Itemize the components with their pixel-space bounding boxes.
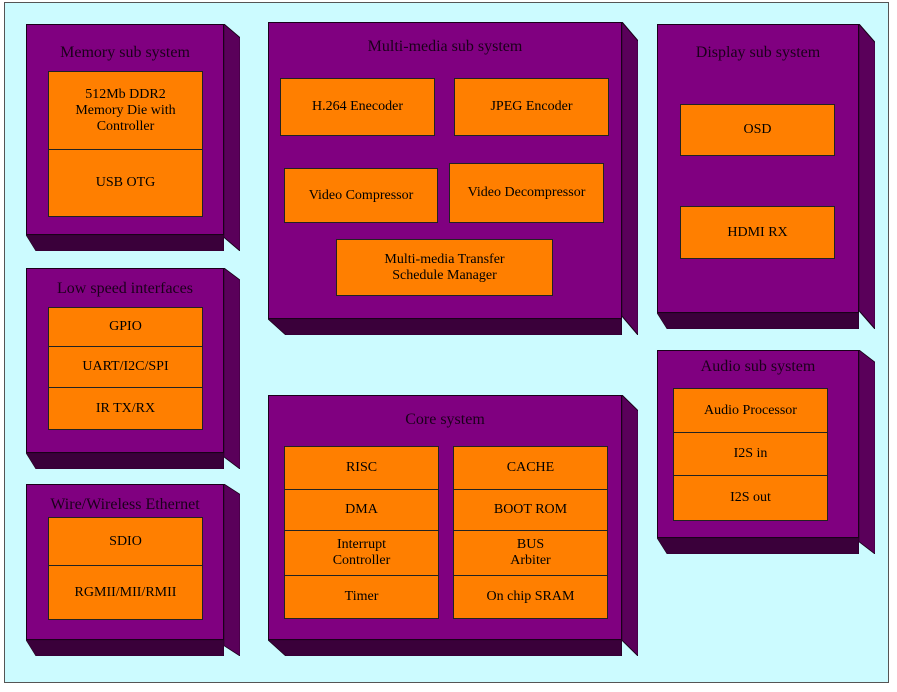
- video-decompressor-component: Video Decompressor: [449, 163, 604, 223]
- uart-i2c-spi-component: UART/I2C/SPI: [48, 346, 203, 388]
- memory-subsystem-title: Memory sub system: [60, 44, 190, 61]
- block-bottom-face: [268, 319, 622, 335]
- block-face: [657, 24, 859, 313]
- low-speed-interfaces-title: Low speed interfaces: [57, 280, 193, 297]
- audio-processor-component: Audio Processor: [673, 388, 828, 433]
- block-bottom-face: [657, 538, 859, 554]
- i2s-in-component: I2S in: [673, 432, 828, 476]
- multimedia-subsystem-title: Multi-media sub system: [367, 38, 523, 55]
- bus-arbiter-component: BUS Arbiter: [453, 530, 608, 576]
- dma-component: DMA: [284, 489, 439, 531]
- display-subsystem-title: Display sub system: [695, 44, 821, 61]
- block-bottom-face: [657, 313, 859, 329]
- core-system-block: Core system RISC DMA Interrupt Controlle…: [268, 395, 638, 656]
- risc-component: RISC: [284, 446, 439, 490]
- on-chip-sram-component: On chip SRAM: [453, 575, 608, 619]
- block-side-face: [622, 22, 638, 335]
- cache-component: CACHE: [453, 446, 608, 490]
- ethernet-title: Wire/Wireless Ethernet: [50, 496, 200, 513]
- block-side-face: [224, 484, 240, 656]
- block-side-face: [622, 395, 638, 656]
- block-side-face: [859, 24, 875, 329]
- block-side-face: [224, 24, 240, 251]
- block-bottom-face: [26, 453, 224, 469]
- display-subsystem-block: Display sub system OSD HDMI RX: [657, 24, 875, 329]
- osd-component: OSD: [680, 104, 835, 156]
- gpio-component: GPIO: [48, 307, 203, 347]
- sdio-component: SDIO: [48, 517, 203, 566]
- boot-rom-component: BOOT ROM: [453, 489, 608, 531]
- low-speed-interfaces-block: Low speed interfaces GPIO UART/I2C/SPI I…: [26, 268, 240, 469]
- transfer-schedule-manager-component: Multi-media Transfer Schedule Manager: [336, 239, 553, 296]
- ethernet-block: Wire/Wireless Ethernet SDIO RGMII/MII/RM…: [26, 484, 240, 656]
- interrupt-controller-component: Interrupt Controller: [284, 530, 439, 576]
- block-side-face: [859, 350, 875, 554]
- jpeg-encoder-component: JPEG Encoder: [454, 78, 609, 136]
- block-bottom-face: [26, 235, 224, 251]
- ir-txrx-component: IR TX/RX: [48, 387, 203, 430]
- block-bottom-face: [268, 640, 622, 656]
- hdmi-rx-component: HDMI RX: [680, 206, 835, 259]
- block-side-face: [224, 268, 240, 469]
- i2s-out-component: I2S out: [673, 475, 828, 521]
- audio-subsystem-title: Audio sub system: [700, 358, 816, 375]
- audio-subsystem-block: Audio sub system Audio Processor I2S in …: [657, 350, 875, 554]
- usb-otg-component: USB OTG: [48, 149, 203, 217]
- block-bottom-face: [26, 640, 224, 656]
- diagram-canvas: Memory sub system 512Mb DDR2 Memory Die …: [4, 2, 889, 683]
- h264-encoder-component: H.264 Enecoder: [280, 78, 435, 136]
- multimedia-subsystem-block: Multi-media sub system H.264 Enecoder JP…: [268, 22, 638, 335]
- video-compressor-component: Video Compressor: [284, 168, 438, 223]
- core-system-title: Core system: [405, 411, 485, 428]
- timer-component: Timer: [284, 575, 439, 619]
- rgmii-component: RGMII/MII/RMII: [48, 565, 203, 620]
- ddr2-memory-component: 512Mb DDR2 Memory Die with Controller: [48, 71, 203, 150]
- memory-subsystem-block: Memory sub system 512Mb DDR2 Memory Die …: [26, 24, 240, 251]
